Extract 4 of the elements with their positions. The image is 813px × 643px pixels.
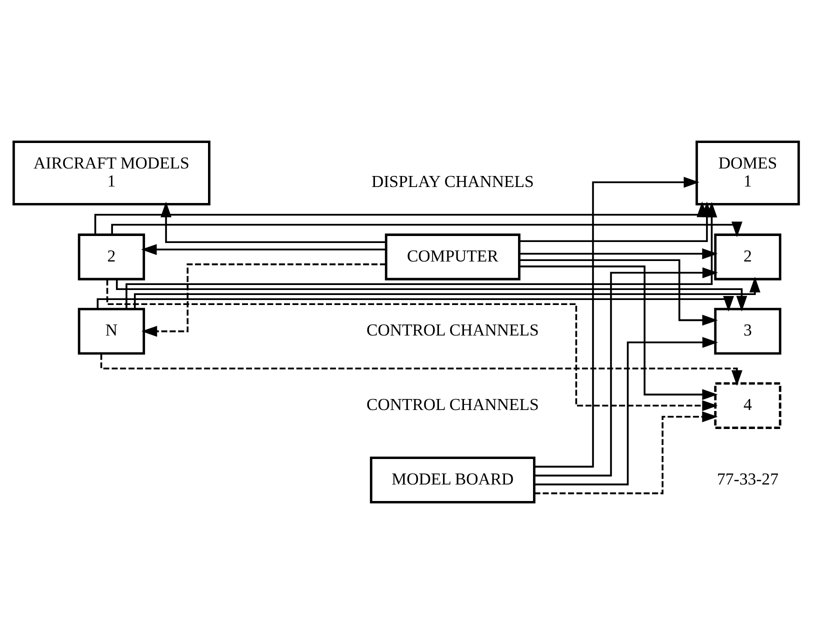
label: 77-33-27 xyxy=(716,468,778,488)
label: DISPLAY CHANNELS xyxy=(371,172,534,191)
label: CONTROL CHANNELS xyxy=(366,320,539,340)
label: CONTROL CHANNELS xyxy=(366,394,539,414)
